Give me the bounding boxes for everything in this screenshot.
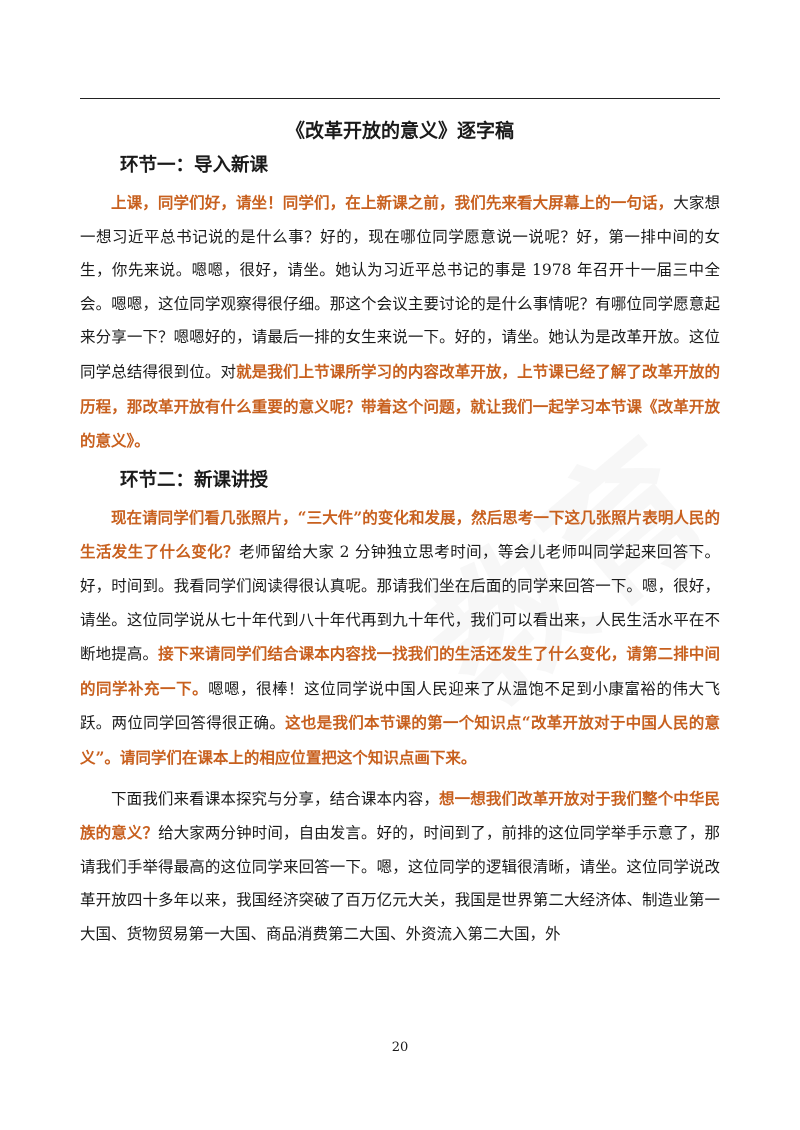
document-title: 《改革开放的意义》逐字稿 xyxy=(285,120,514,142)
text-run: 就是我们上节课所学习的内容改革开放，上节课已经了解了改革开放的历程，那改革开放有… xyxy=(80,361,720,451)
text-run: 下面我们来看课本探究与分享，结合课本内容， xyxy=(111,789,439,808)
section-heading-2: 环节二：新课讲授 xyxy=(120,469,269,491)
text-run: 这也是我们本节课的第一个知识点“改革开放对于中国人民的意义”。请同学们在课本上的… xyxy=(80,713,720,767)
text-run: 接下来请同学们结合课本内容找一找我们的生活还发生了什么变化，请第二排中间的同学补… xyxy=(80,644,720,698)
text-run: 给大家两分钟时间，自由发言。好的，时间到了，前排的这位同学举手示意了，那请我们手… xyxy=(80,824,720,943)
text-run: 想一想我们改革开放对于我们整个中华民族的意义？ xyxy=(80,788,720,843)
text-run: 嗯嗯，很棒！这位同学说中国人民迎来了从温饱不足到小康富裕的伟大飞跃。两位同学回答… xyxy=(80,679,720,733)
paragraph: 现在请同学们看几张照片，“三大件”的变化和发展，然后思考一下这几张照片表明人民的… xyxy=(80,501,720,776)
header-rule xyxy=(80,98,720,99)
page-number: 20 xyxy=(391,1040,409,1055)
paragraph: 下面我们来看课本探究与分享，结合课本内容，想一想我们改革开放对于我们整个中华民族… xyxy=(80,782,720,952)
text-run: 现在请同学们看几张照片，“三大件”的变化和发展，然后思考一下这几张照片表明人民的… xyxy=(80,507,720,562)
text-run: 老师留给大家 2 分钟独立思考时间，等会儿老师叫同学起来回答下。好，时间到。我看… xyxy=(80,543,720,664)
section-heading-1: 环节一：导入新课 xyxy=(120,155,269,176)
paragraph: 上课，同学们好，请坐！同学们，在上新课之前，我们先来看大屏幕上的一句话，大家想一… xyxy=(80,186,720,459)
text-run: 上课，同学们好，请坐！同学们，在上新课之前，我们先来看大屏幕上的一句话， xyxy=(111,193,674,212)
document-body: 《改革开放的意义》逐字稿 环节一：导入新课 上课，同学们好，请坐！同学们，在上新… xyxy=(80,110,720,957)
text-run: 大家想一想习近平总书记说的是什么事？好的，现在哪位同学愿意说一说呢？好，第一排中… xyxy=(80,194,720,381)
